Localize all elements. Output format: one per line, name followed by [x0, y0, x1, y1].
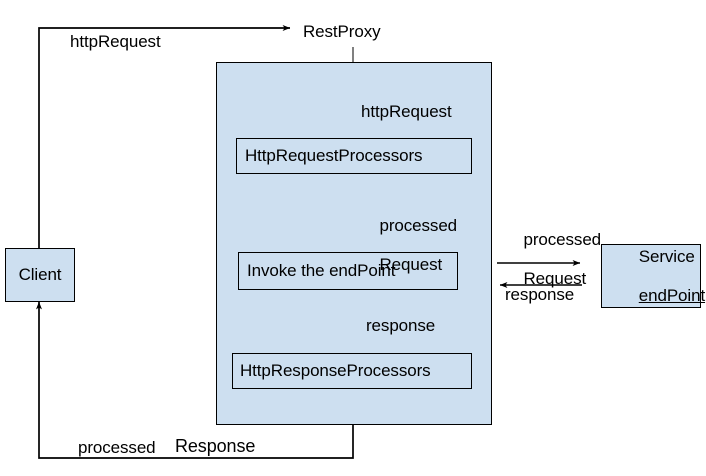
label-processed-response-b: Response [175, 436, 256, 456]
node-invoke-endpoint-label: Invoke the endPoint [247, 261, 396, 281]
label-response-inner: response [366, 316, 436, 335]
processed-request-right-line2: Request [523, 268, 587, 288]
processed-request-inner-line2: Request [379, 254, 443, 274]
node-service-endpoint-label: Service endPoint [611, 228, 705, 323]
node-service-endpoint[interactable]: Service endPoint [601, 244, 705, 308]
node-client-label: Client [18, 265, 62, 285]
node-invoke-endpoint[interactable]: Invoke the endPoint [238, 252, 458, 290]
processed-request-inner-line1: processed [379, 215, 458, 235]
label-http-request-top: httpRequest [70, 32, 161, 51]
label-response-right: response [505, 285, 575, 304]
node-http-request-processors[interactable]: HttpRequestProcessors [236, 138, 472, 174]
node-client[interactable]: Client [5, 248, 75, 302]
node-http-request-processors-label: HttpRequestProcessors [245, 146, 423, 166]
label-processed-request-inner: processed Request [361, 196, 458, 294]
node-http-response-processors-label: HttpResponseProcessors [240, 361, 431, 381]
processed-request-right-line1: processed [523, 229, 602, 249]
node-http-response-processors[interactable]: HttpResponseProcessors [232, 353, 472, 389]
service-endpoint-line2: endPoint [638, 285, 706, 305]
label-rest-proxy: RestProxy [303, 22, 381, 41]
label-processed-request-right: processed Request [505, 210, 602, 308]
label-http-request-inner: httpRequest [361, 102, 452, 121]
label-processed-response-a: processed [78, 438, 156, 457]
service-endpoint-line1: Service [638, 247, 695, 267]
